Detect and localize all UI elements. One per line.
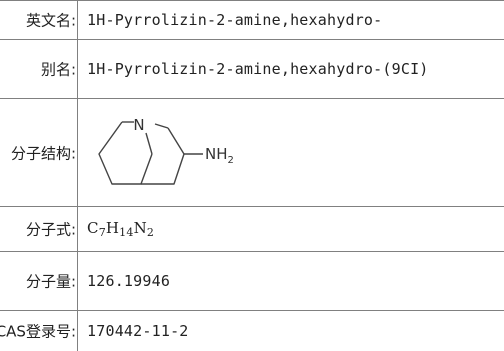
alias-value: 1H-Pyrrolizin-2-amine,hexahydro-(9CI)	[87, 60, 429, 78]
row-english-name: 英文名: 1H-Pyrrolizin-2-amine,hexahydro-	[0, 1, 504, 40]
english-name-label: 英文名:	[0, 1, 78, 39]
nitrogen-atom: N	[133, 116, 144, 134]
cas-value: 170442-11-2	[87, 322, 189, 340]
structure-label: 分子结构:	[0, 99, 78, 206]
weight-value: 126.19946	[87, 272, 171, 290]
cas-label: CAS登录号:	[0, 311, 78, 351]
structure-value: N NH2	[79, 99, 504, 206]
amine-group: NH2	[205, 145, 234, 166]
row-cas: CAS登录号: 170442-11-2	[0, 311, 504, 351]
formula-value: C7H14N2	[87, 219, 155, 239]
formula-label: 分子式:	[0, 207, 78, 251]
molecule-structure-image: N NH2	[98, 116, 234, 185]
row-weight: 分子量: 126.19946	[0, 252, 504, 311]
row-alias: 别名: 1H-Pyrrolizin-2-amine,hexahydro-(9CI…	[0, 40, 504, 99]
weight-label: 分子量:	[0, 252, 78, 310]
row-structure: 分子结构: N NH2	[0, 99, 504, 207]
row-formula: 分子式: C7H14N2	[0, 207, 504, 252]
english-name-value: 1H-Pyrrolizin-2-amine,hexahydro-	[87, 11, 383, 29]
alias-label: 别名:	[0, 40, 78, 98]
